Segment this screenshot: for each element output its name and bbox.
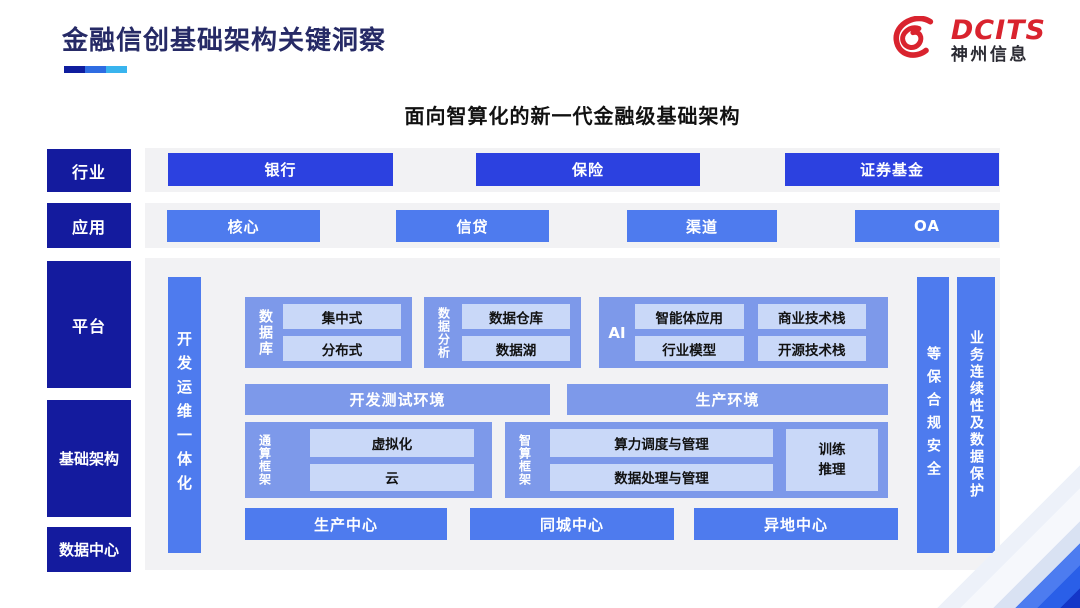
data-analytics-group: 数据分析 数据仓库 数据湖 [424, 297, 581, 368]
data-analytics-group-items: 数据仓库 数据湖 [462, 304, 570, 361]
diagram-title: 面向智算化的新一代金融级基础架构 [404, 104, 741, 128]
ai-compute-item-scheduling: 算力调度与管理 [550, 429, 773, 457]
dev-test-environment: 开发测试环境 [245, 384, 550, 415]
row-label-infrastructure: 基础架构 [47, 400, 131, 517]
industry-item-insurance: 保险 [476, 153, 700, 186]
database-group-items: 集中式 分布式 [283, 304, 401, 361]
underline-segment-light [106, 66, 127, 73]
production-environment: 生产环境 [567, 384, 888, 415]
row-label-datacenter: 数据中心 [47, 527, 131, 572]
dcits-logo: DCITS 神州信息 [889, 14, 1046, 66]
application-item-core: 核心 [167, 210, 320, 242]
general-compute-framework-label: 通算框架 [257, 434, 272, 486]
row-label-application: 应用 [47, 203, 131, 248]
ai-group-items: 智能体应用 商业技术栈 行业模型 开源技术栈 [635, 304, 866, 361]
logo-company: 神州信息 [950, 45, 1029, 66]
application-item-oa: OA [855, 210, 999, 242]
industry-item-securities-fund: 证券基金 [785, 153, 999, 186]
security-compliance-bar: 等保合规安全 [917, 277, 949, 553]
underline-segment-dark [64, 66, 85, 73]
ai-compute-item-data-processing: 数据处理与管理 [550, 463, 773, 491]
devops-integration-bar: 开发运维一体化 [168, 277, 201, 553]
datacenter-item-production: 生产中心 [245, 508, 447, 540]
application-item-credit: 信贷 [396, 210, 549, 242]
database-group: 数据库 集中式 分布式 [245, 297, 412, 368]
data-analytics-group-label: 数据分析 [436, 306, 451, 359]
ai-compute-item-training-inference: 训练推理 [786, 429, 878, 491]
ai-item-industry-model: 行业模型 [635, 336, 744, 361]
page-title: 金融信创基础架构关键洞察 [62, 26, 387, 56]
general-compute-item-cloud: 云 [310, 463, 474, 491]
ai-compute-framework-group: 智算框架 算力调度与管理 数据处理与管理 训练推理 [505, 422, 888, 498]
database-item-centralized: 集中式 [283, 304, 401, 329]
datacenter-item-same-city: 同城中心 [470, 508, 674, 540]
logo-text: DCITS 神州信息 [950, 14, 1046, 66]
ai-group-label: AI [608, 323, 626, 342]
ai-item-commercial-stack: 商业技术栈 [757, 304, 866, 329]
swirl-icon [889, 15, 943, 66]
ai-item-agent-application: 智能体应用 [635, 304, 744, 329]
ai-compute-framework-label: 智算框架 [517, 434, 532, 486]
underline-segment-medium [85, 66, 106, 73]
ai-group: AI 智能体应用 商业技术栈 行业模型 开源技术栈 [599, 297, 888, 368]
general-compute-framework-group: 通算框架 虚拟化 云 [245, 422, 492, 498]
datacenter-item-remote: 异地中心 [694, 508, 898, 540]
database-item-distributed: 分布式 [283, 336, 401, 361]
analytics-item-lake: 数据湖 [462, 336, 570, 361]
industry-item-bank: 银行 [168, 153, 393, 186]
general-compute-items: 虚拟化 云 [310, 429, 474, 491]
application-item-channel: 渠道 [627, 210, 777, 242]
row-label-platform: 平台 [47, 261, 131, 388]
database-group-label: 数据库 [257, 308, 273, 357]
row-label-industry: 行业 [47, 149, 131, 192]
logo-brand: DCITS [950, 14, 1046, 46]
title-underline [64, 66, 127, 73]
ai-item-open-source-stack: 开源技术栈 [757, 336, 866, 361]
business-continuity-bar: 业务连续性及数据保护 [957, 277, 995, 553]
ai-compute-items: 算力调度与管理 数据处理与管理 [550, 429, 773, 491]
analytics-item-warehouse: 数据仓库 [462, 304, 570, 329]
general-compute-item-virtualization: 虚拟化 [310, 429, 474, 457]
